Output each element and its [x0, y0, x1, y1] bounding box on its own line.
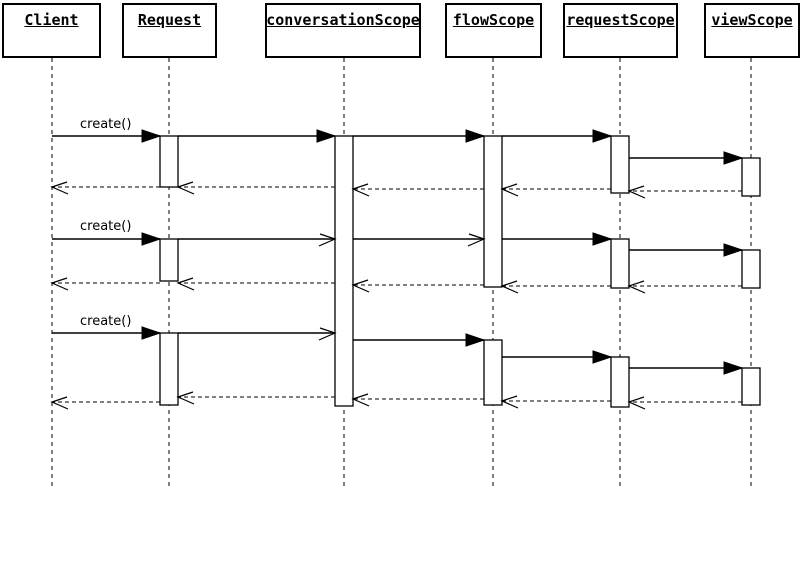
filled-arrowhead	[316, 129, 337, 143]
filled-arrowhead	[465, 333, 486, 347]
message-return-requestScope-to-flowScope	[500, 280, 611, 294]
participant-box-flowScope: flowScope	[445, 3, 542, 58]
participant-box-viewScope: viewScope	[704, 3, 800, 58]
filled-arrowhead	[141, 232, 162, 246]
message-call-requestScope-to-viewScope	[629, 243, 744, 257]
open-arrowhead	[351, 279, 370, 293]
message-return-viewScope-to-requestScope	[627, 185, 742, 199]
open-arrowhead	[500, 183, 519, 197]
message-return-flowScope-to-conversationScope	[351, 393, 484, 407]
participant-name: requestScope	[566, 11, 675, 29]
message-return-requestScope-to-flowScope	[500, 183, 611, 197]
message-call-request-to-conversationScope	[178, 233, 337, 247]
filled-arrowhead	[141, 129, 162, 143]
open-arrowhead	[627, 396, 646, 410]
open-arrowhead	[176, 277, 195, 291]
filled-arrowhead	[592, 232, 613, 246]
message-return-viewScope-to-requestScope	[627, 280, 742, 294]
activation-flowScope-5	[483, 339, 503, 406]
message-call-client-to-request	[52, 232, 162, 246]
message-call-conversationScope-to-flowScope	[353, 129, 486, 143]
message-return-flowScope-to-conversationScope	[351, 183, 484, 197]
open-arrowhead	[318, 233, 337, 247]
open-arrowhead	[351, 183, 370, 197]
filled-arrowhead	[723, 361, 744, 375]
message-call-client-to-request	[52, 326, 162, 340]
message-label-create: create()	[80, 117, 132, 132]
message-call-client-to-request	[52, 129, 162, 143]
participant-box-request: Request	[122, 3, 217, 58]
open-arrowhead	[351, 393, 370, 407]
open-arrowhead	[500, 280, 519, 294]
activation-requestScope-8	[610, 356, 630, 408]
activation-viewScope-11	[741, 367, 761, 406]
message-return-requestScope-to-flowScope	[500, 395, 611, 409]
message-call-request-to-conversationScope	[178, 327, 337, 341]
message-return-conversationScope-to-request	[176, 391, 335, 405]
message-call-flowScope-to-requestScope	[502, 129, 613, 143]
open-arrowhead	[50, 277, 69, 291]
message-return-flowScope-to-conversationScope	[351, 279, 484, 293]
message-label-create: create()	[80, 314, 132, 329]
open-arrowhead	[50, 181, 69, 195]
participant-name: flowScope	[452, 11, 535, 29]
filled-arrowhead	[723, 151, 744, 165]
activation-viewScope-9	[741, 157, 761, 197]
message-call-requestScope-to-viewScope	[629, 151, 744, 165]
message-call-conversationScope-to-flowScope	[353, 333, 486, 347]
participant-name: Client	[24, 11, 79, 29]
message-call-conversationScope-to-flowScope	[353, 233, 486, 247]
participant-name: viewScope	[711, 11, 793, 29]
filled-arrowhead	[465, 129, 486, 143]
participant-box-conversationScope: conversationScope	[265, 3, 421, 58]
participant-box-requestScope: requestScope	[563, 3, 678, 58]
filled-arrowhead	[141, 326, 162, 340]
message-return-request-to-client	[50, 277, 160, 291]
message-label-create: create()	[80, 219, 132, 234]
participant-name: conversationScope	[266, 11, 420, 29]
open-arrowhead	[318, 327, 337, 341]
open-arrowhead	[50, 396, 69, 410]
activation-requestScope-7	[610, 238, 630, 289]
open-arrowhead	[176, 181, 195, 195]
activation-viewScope-10	[741, 249, 761, 289]
activation-requestScope-6	[610, 135, 630, 194]
open-arrowhead	[500, 395, 519, 409]
message-return-conversationScope-to-request	[176, 277, 335, 291]
message-return-conversationScope-to-request	[176, 181, 335, 195]
open-arrowhead	[467, 233, 486, 247]
open-arrowhead	[176, 391, 195, 405]
open-arrowhead	[627, 185, 646, 199]
activation-conversationScope-3	[334, 135, 354, 407]
filled-arrowhead	[723, 243, 744, 257]
activation-request-1	[159, 238, 179, 282]
filled-arrowhead	[592, 350, 613, 364]
message-return-request-to-client	[50, 181, 160, 195]
message-return-request-to-client	[50, 396, 160, 410]
message-call-flowScope-to-requestScope	[502, 350, 613, 364]
participant-box-client: Client	[2, 3, 101, 58]
activation-flowScope-4	[483, 135, 503, 288]
activation-request-0	[159, 135, 179, 188]
message-call-request-to-conversationScope	[178, 129, 337, 143]
activation-request-2	[159, 332, 179, 406]
open-arrowhead	[627, 280, 646, 294]
filled-arrowhead	[592, 129, 613, 143]
message-call-flowScope-to-requestScope	[502, 232, 613, 246]
message-call-requestScope-to-viewScope	[629, 361, 744, 375]
participant-name: Request	[137, 11, 202, 29]
message-return-viewScope-to-requestScope	[627, 396, 742, 410]
